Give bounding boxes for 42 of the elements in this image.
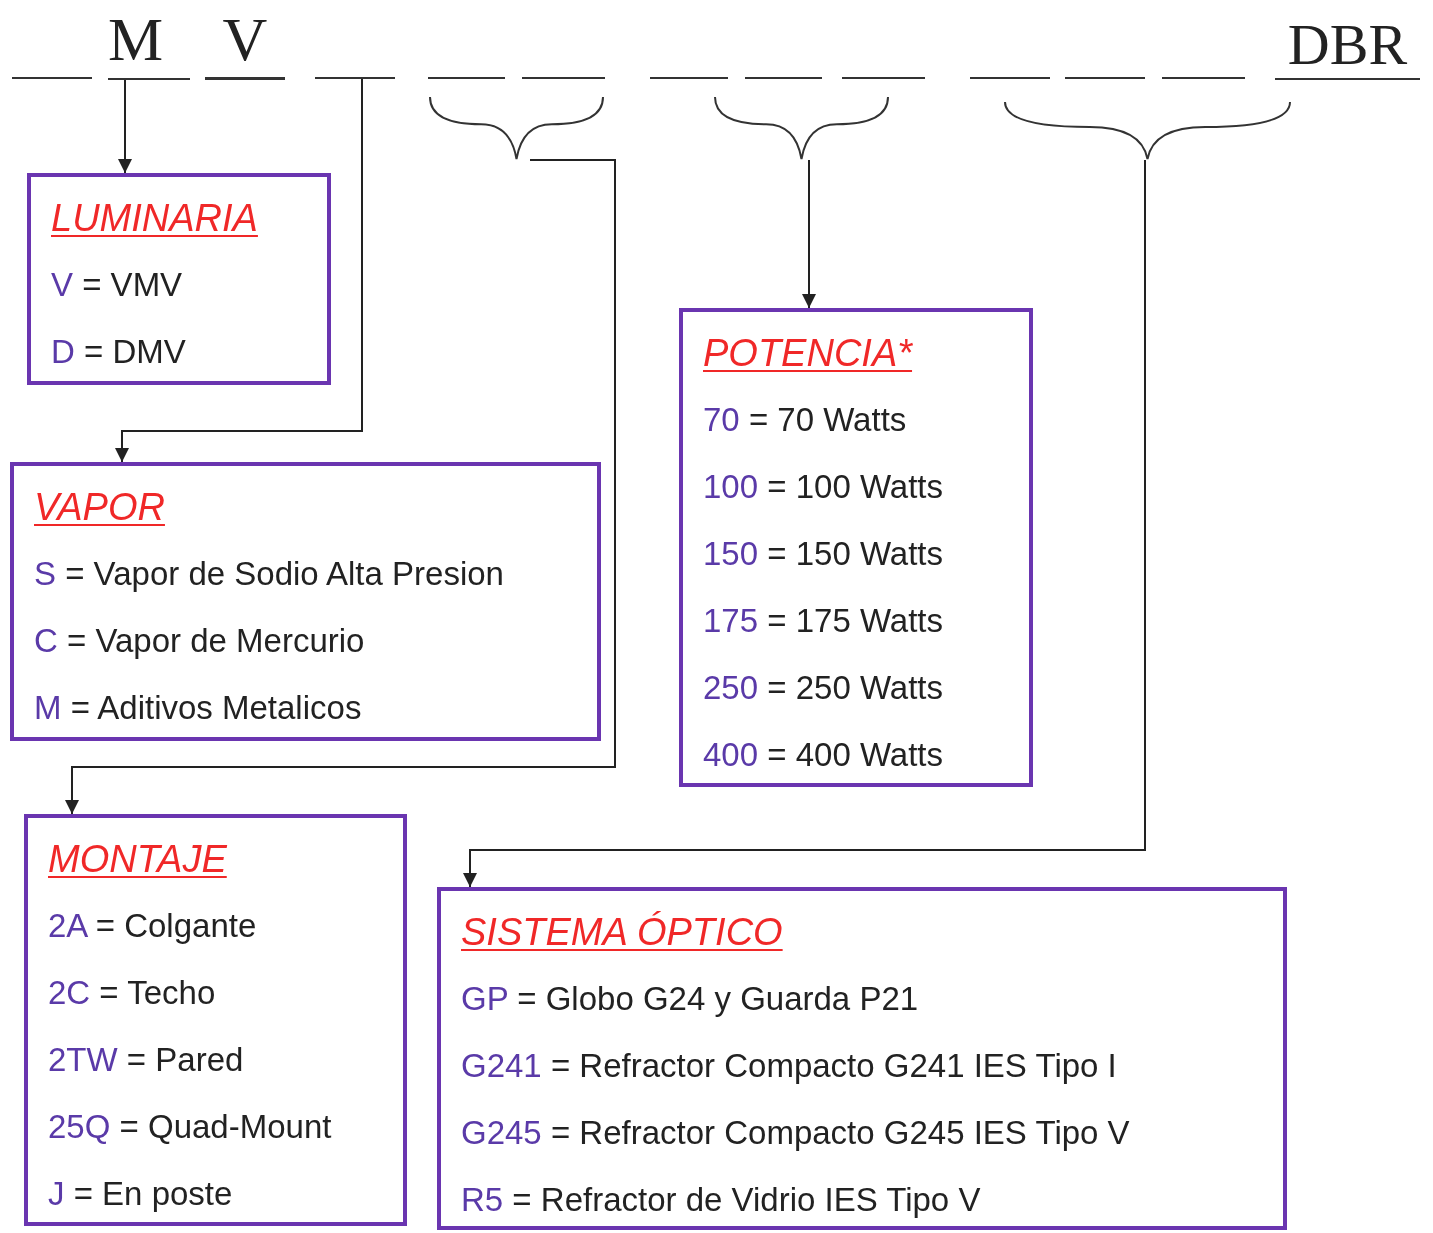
code-definition: 2C = Techo xyxy=(48,973,216,1013)
code-table-box xyxy=(27,173,331,385)
code-definition: 400 = 400 Watts xyxy=(703,735,943,775)
code-definition: G245 = Refractor Compacto G245 IES Tipo V xyxy=(461,1113,1130,1153)
code-definition: 250 = 250 Watts xyxy=(703,668,943,708)
code-letter: M xyxy=(108,8,190,80)
code-definition: 150 = 150 Watts xyxy=(703,534,943,574)
code-definition: G241 = Refractor Compacto G241 IES Tipo I xyxy=(461,1046,1117,1086)
connector-arrow xyxy=(802,159,816,309)
code-definition: 25Q = Quad-Mount xyxy=(48,1107,332,1147)
connector-arrow xyxy=(463,159,1146,888)
code-letter: DBR xyxy=(1275,16,1420,80)
code-definition: 175 = 175 Watts xyxy=(703,601,943,641)
code-definition: GP = Globo G24 y Guarda P21 xyxy=(461,979,919,1019)
code-definition: S = Vapor de Sodio Alta Presion xyxy=(34,554,504,594)
code-table-box xyxy=(679,308,1033,787)
code-definition: C = Vapor de Mercurio xyxy=(34,621,365,661)
curly-brace xyxy=(713,95,890,160)
curly-brace xyxy=(428,95,605,160)
section-heading: POTENCIA* xyxy=(703,331,913,376)
code-table-box xyxy=(10,462,601,741)
section-heading: MONTAJE xyxy=(48,837,227,882)
code-definition: 2TW = Pared xyxy=(48,1040,244,1080)
connector-arrow xyxy=(118,79,132,174)
code-definition: 100 = 100 Watts xyxy=(703,467,943,507)
code-table-box xyxy=(24,814,407,1226)
section-heading: VAPOR xyxy=(34,485,165,530)
section-heading: SISTEMA ÓPTICO xyxy=(461,910,783,955)
code-table-box xyxy=(437,887,1287,1230)
code-definition: 2A = Colgante xyxy=(48,906,257,946)
code-letter: V xyxy=(205,8,285,80)
code-definition: J = En poste xyxy=(48,1174,233,1214)
code-definition: V = VMV xyxy=(51,265,183,305)
code-definition: D = DMV xyxy=(51,332,186,372)
connector-arrow xyxy=(65,159,616,815)
code-definition: R5 = Refractor de Vidrio IES Tipo V xyxy=(461,1180,981,1220)
code-blank-line xyxy=(315,77,395,79)
code-definition: 70 = 70 Watts xyxy=(703,400,907,440)
code-definition: M = Aditivos Metalicos xyxy=(34,688,362,728)
curly-brace xyxy=(1003,100,1292,160)
connector-arrow xyxy=(115,78,363,463)
section-heading: LUMINARIA xyxy=(51,196,258,241)
